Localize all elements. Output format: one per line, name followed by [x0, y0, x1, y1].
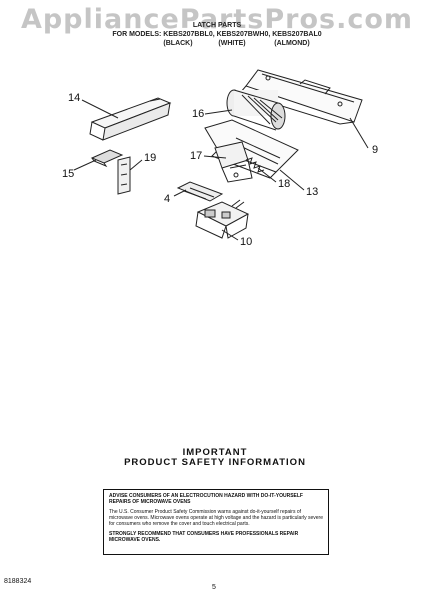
part-9-latch-plate — [239, 69, 363, 125]
color-white: (WHITE) — [218, 40, 246, 47]
callout-9: 9 — [372, 144, 379, 156]
safety-info-box: ADVISE CONSUMERS OF AN ELECTROCUTION HAZ… — [103, 489, 329, 555]
models-line: FOR MODELS: KEBS207BBL0, KEBS207BWH0, KE… — [112, 31, 322, 38]
callout-14: 14 — [68, 92, 81, 104]
safety-warning-heading: ADVISE CONSUMERS OF AN ELECTROCUTION HAZ… — [109, 493, 303, 505]
color-black: (BLACK) — [163, 40, 193, 47]
color-almond: (ALMOND) — [274, 40, 310, 47]
callout-13: 13 — [306, 186, 319, 198]
callout-4: 4 — [164, 193, 171, 205]
watermark-text: AppliancePartsPros.com — [20, 4, 414, 35]
callout-16: 16 — [192, 108, 205, 120]
callout-15: 15 — [62, 168, 75, 180]
safety-title-line2: PRODUCT SAFETY INFORMATION — [124, 457, 306, 468]
callout-17: 17 — [190, 150, 203, 162]
part-number: 8188324 — [4, 578, 32, 585]
safety-warning-body: The U.S. Consumer Product Safety Commiss… — [109, 509, 323, 527]
callout-19: 19 — [144, 152, 157, 164]
part-18-spring — [245, 157, 265, 173]
safety-title-line1: IMPORTANT — [182, 447, 248, 458]
page-number: 5 — [212, 584, 216, 591]
part-16-fan-motor — [226, 89, 286, 131]
part-10-switch-assembly — [195, 199, 250, 239]
callout-10: 10 — [240, 236, 253, 248]
part-4-actuator — [176, 181, 224, 202]
part-14-cover — [89, 97, 172, 141]
safety-recommendation: STRONGLY RECOMMEND THAT CONSUMERS HAVE P… — [109, 531, 299, 543]
part-13-base-plate — [204, 119, 299, 179]
diagram-title: LATCH PARTS — [192, 22, 242, 29]
part-15-pad — [90, 149, 124, 168]
callout-18: 18 — [278, 178, 291, 190]
part-19-strip — [117, 156, 131, 195]
part-17-latch-lever — [214, 141, 253, 183]
